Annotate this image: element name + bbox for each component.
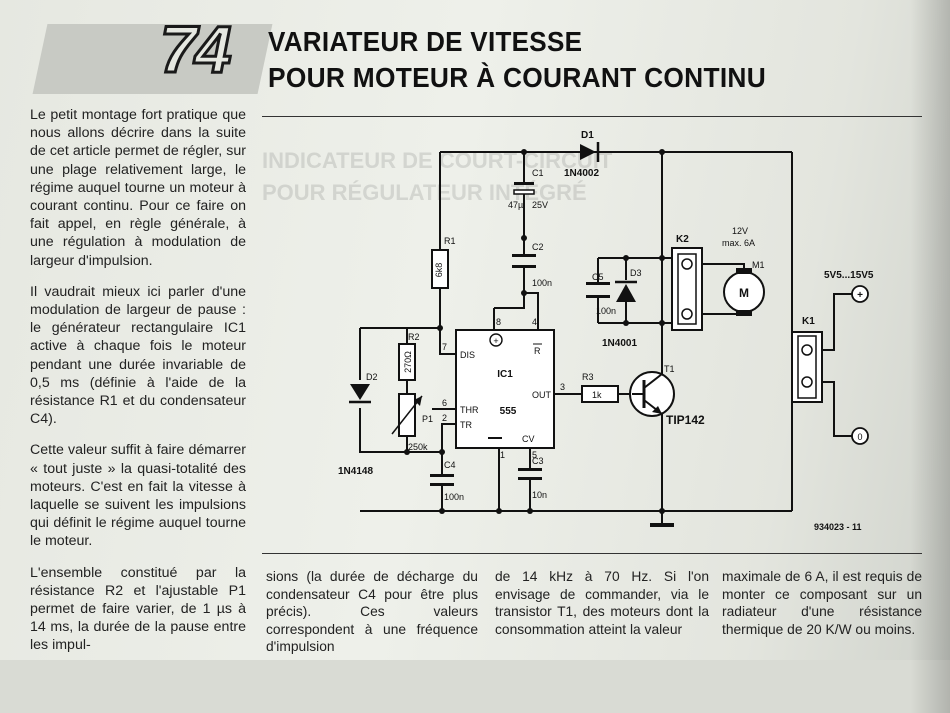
- k1-connector-symbol: [791, 331, 823, 403]
- c3-value: 10n: [532, 490, 547, 500]
- d3-part: 1N4001: [602, 338, 637, 349]
- pin3-number: 3: [560, 382, 565, 392]
- pin5-number: 5: [532, 450, 537, 460]
- r1-value: 6k8: [434, 263, 444, 278]
- r2-value: 270Ω: [403, 351, 413, 373]
- pin8-number: 8: [496, 317, 501, 327]
- supply-zero-sign: 0: [857, 432, 862, 442]
- m1-label: M1: [752, 260, 765, 270]
- d1-diode-symbol: [580, 142, 600, 162]
- pin-r-label: R: [534, 346, 541, 356]
- chapter-number: 74: [158, 12, 232, 86]
- d3-label: D3: [630, 268, 642, 278]
- pin7-number: 7: [442, 342, 447, 352]
- bottom-margin: [0, 660, 950, 713]
- c1-label: C1: [532, 168, 544, 178]
- c4-value: 100n: [444, 492, 464, 502]
- c1-value-voltage: 25V: [532, 200, 548, 210]
- title-rule: [262, 116, 922, 117]
- ic1-plus-marker: [489, 333, 503, 347]
- d1-label: D1: [581, 130, 594, 141]
- ic1-part: 555: [500, 406, 517, 417]
- t1-part: TIP142: [666, 413, 705, 427]
- c2-value: 100n: [532, 278, 552, 288]
- pin-dis-label: DIS: [460, 350, 475, 360]
- r3-resistor-symbol: [581, 385, 619, 403]
- d2-label: D2: [366, 372, 378, 382]
- supply-voltage-range: 5V5...15V5: [824, 270, 874, 281]
- paragraph-4: L'ensemble constitué par la résistance R…: [30, 564, 246, 654]
- article-title-line1: VARIATEUR DE VITESSE: [268, 26, 583, 57]
- ground-icon: [650, 523, 674, 527]
- motor-voltage: 12V: [732, 226, 748, 236]
- c2-capacitor-symbol: [512, 254, 536, 268]
- c4-label: C4: [444, 460, 456, 470]
- c5-value: 100n: [596, 306, 616, 316]
- supply-zero-terminal: [851, 427, 869, 445]
- k2-connector-symbol: [671, 247, 703, 331]
- p1-potentiometer-symbol: [391, 393, 423, 437]
- pin1-number: 1: [500, 450, 505, 460]
- article-title-line2: POUR MOTEUR À COURANT CONTINU: [268, 62, 767, 93]
- t1-transistor-symbol: [629, 358, 675, 428]
- r2-resistor-symbol: [398, 343, 416, 381]
- d3-diode-symbol: [615, 280, 637, 302]
- figure-bottom-rule: [262, 553, 922, 554]
- pin6-number: 6: [442, 398, 447, 408]
- paragraph-3: Cette valeur suffit à faire démarrer « t…: [30, 442, 246, 550]
- supply-plus-terminal: [851, 285, 869, 303]
- c5-capacitor-symbol: [586, 282, 610, 298]
- d2-diode-symbol: [349, 384, 371, 404]
- paragraph-2: Il vaudrait mieux ici parler d'une modul…: [30, 283, 246, 428]
- r1-resistor-symbol: [431, 249, 449, 289]
- c2-label: C2: [532, 242, 544, 252]
- c5-label: C5: [592, 272, 604, 282]
- junction-dots: [404, 149, 665, 514]
- motor-current: max. 6A: [722, 238, 755, 248]
- left-text-column: Le petit montage fort pratique que nous …: [30, 106, 246, 668]
- pin-thr-label: THR: [460, 405, 479, 415]
- r3-label: R3: [582, 372, 594, 382]
- pin-out-label: OUT: [532, 390, 552, 400]
- supply-plus-sign: +: [857, 290, 863, 301]
- c4-capacitor-symbol: [430, 474, 454, 486]
- bottom-text-column-4: maximale de 6 A, il est requis de monter…: [722, 569, 922, 637]
- bottom-text-column-2: sions (la durée de décharge du condensat…: [266, 569, 478, 654]
- p1-label: P1: [422, 414, 433, 424]
- d2-part: 1N4148: [338, 466, 373, 477]
- t1-label: T1: [664, 364, 675, 374]
- p1-value: 250k: [408, 442, 428, 452]
- page-edge-shadow: [910, 0, 950, 713]
- circuit-schematic: D1 1N4002 C1 47µ 25V C2 100n R1 6k8 R2 2…: [338, 130, 874, 532]
- c3-capacitor-symbol: [518, 468, 542, 480]
- bottom-text-column-3: de 14 kHz à 70 Hz. Si l'on envisage de c…: [495, 569, 709, 637]
- pin-cv-label: CV: [522, 434, 535, 444]
- c3-label: C3: [532, 456, 544, 466]
- r1-label: R1: [444, 236, 456, 246]
- chapter-number-box: [32, 24, 273, 94]
- ic1-label: IC1: [497, 369, 513, 380]
- figure-id: 934023 - 11: [814, 522, 862, 532]
- c1-capacitor-symbol: [513, 182, 535, 195]
- motor-letter: M: [739, 286, 749, 300]
- r2-label: R2: [408, 332, 420, 342]
- pin-tr-label: TR: [460, 420, 472, 430]
- r3-value: 1k: [592, 390, 602, 400]
- pin2-number: 2: [442, 413, 447, 423]
- motor-symbol: [723, 268, 765, 316]
- ic1-plus-sign: +: [493, 336, 498, 346]
- k2-label: K2: [676, 234, 689, 245]
- paragraph-1: Le petit montage fort pratique que nous …: [30, 107, 246, 269]
- pin4-number: 4: [532, 317, 537, 327]
- k1-label: K1: [802, 316, 815, 327]
- d1-part: 1N4002: [564, 168, 599, 179]
- ic1-555-body: [455, 329, 555, 449]
- c1-value-cap: 47µ: [508, 200, 523, 210]
